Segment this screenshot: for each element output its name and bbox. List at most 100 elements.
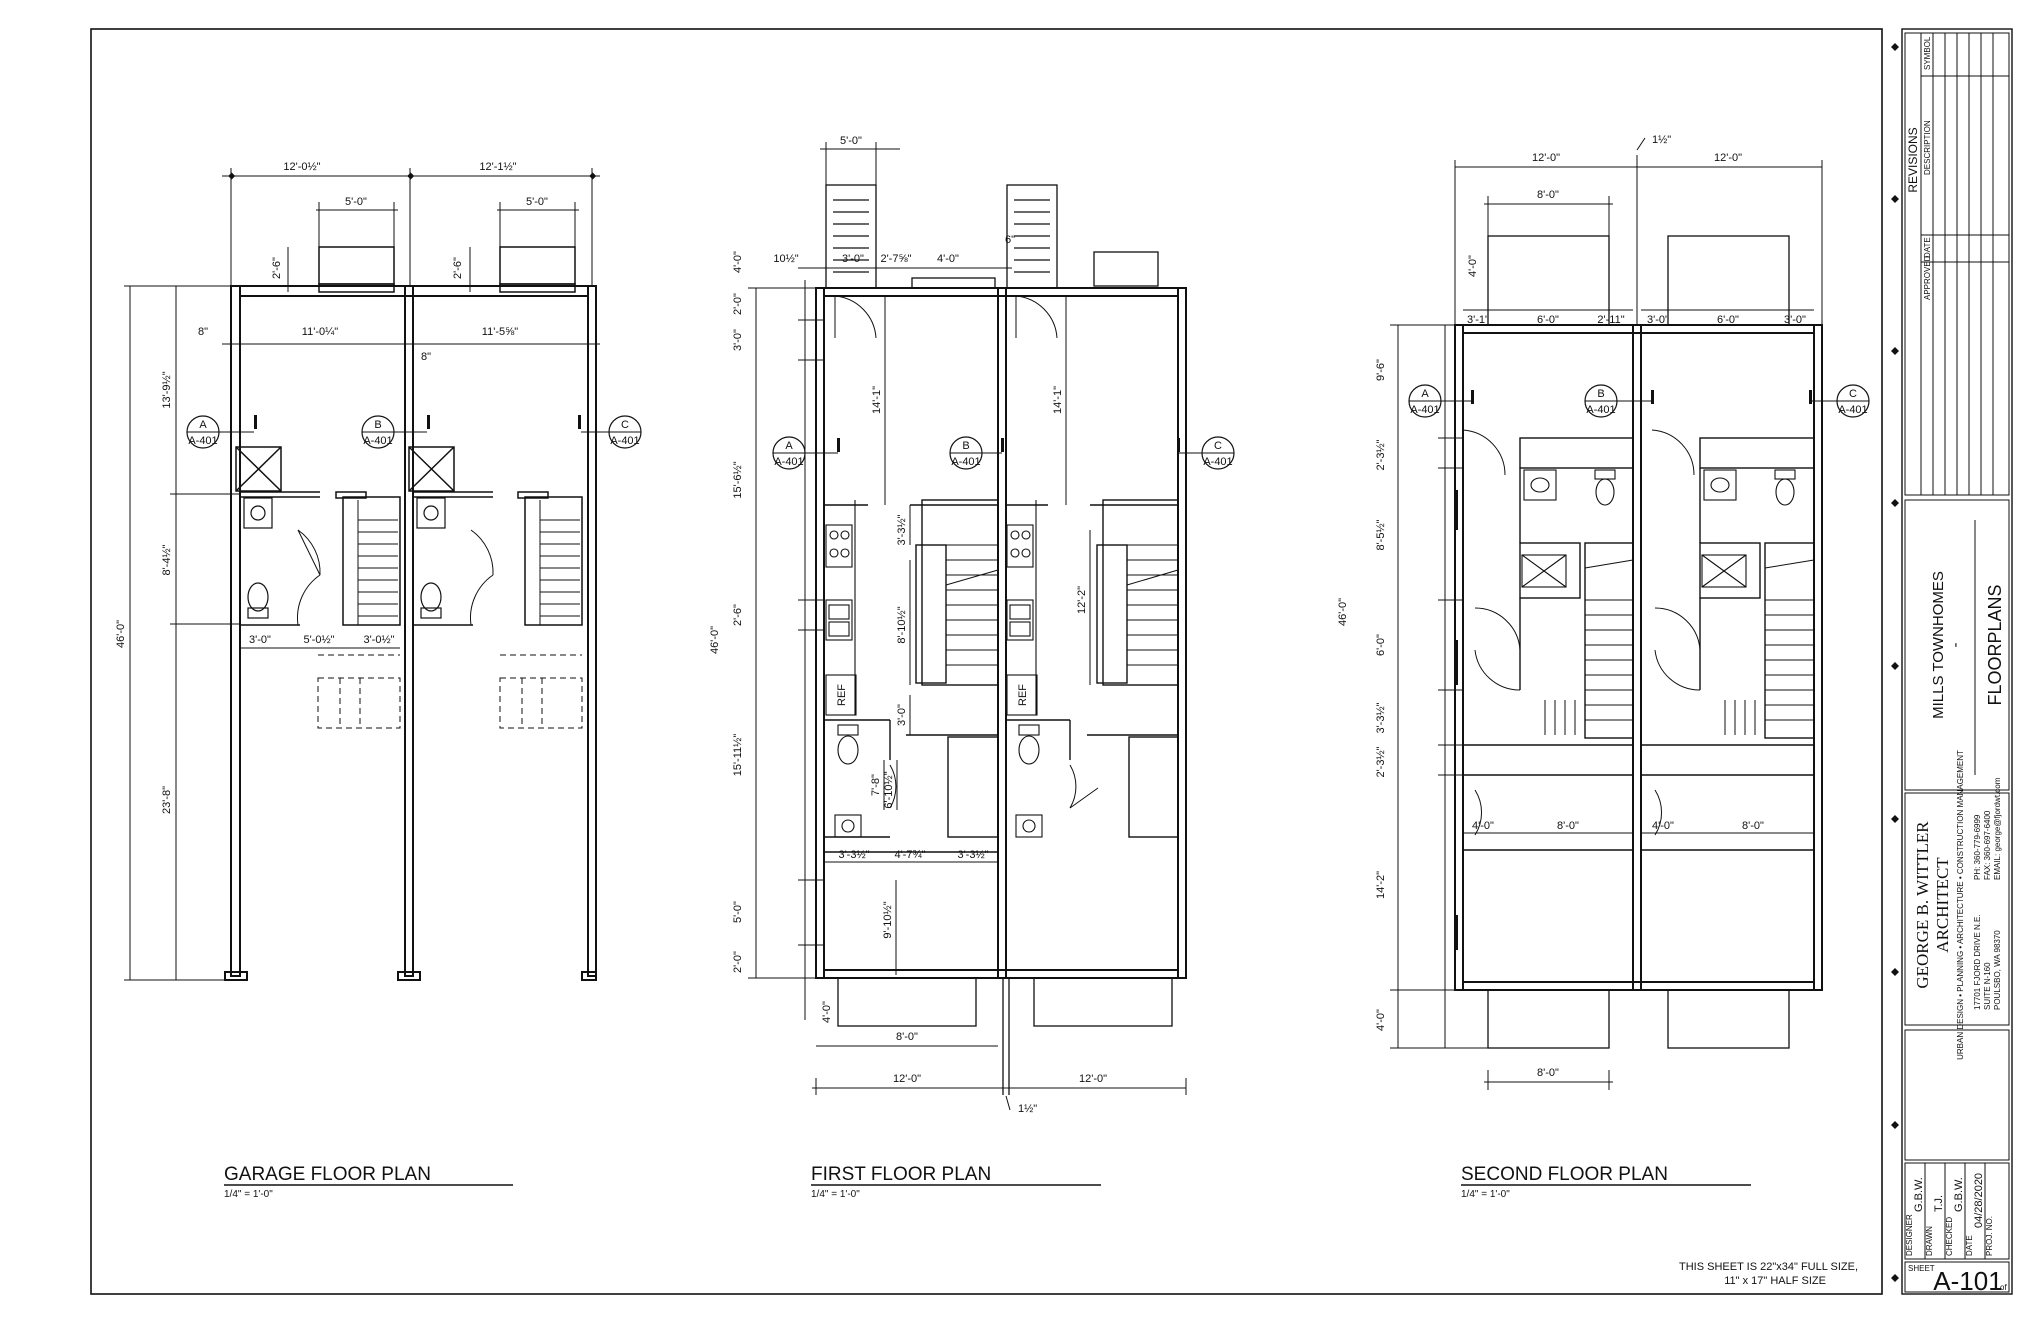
info-label-designer: DESIGNER — [1905, 1214, 1914, 1256]
first-dim-overall: 46'-0" — [709, 626, 721, 654]
garage-section-tag-b: B A-401 — [361, 415, 427, 449]
second-dim-top-left: 12'-0" — [1532, 152, 1560, 164]
second-dim-w5: 6'-0" — [1717, 314, 1739, 326]
second-dim-top-right: 12'-0" — [1714, 152, 1742, 164]
first-dim-room-right: 14'-1" — [1052, 386, 1064, 414]
revisions-col-symbol: SYMBOL — [1923, 36, 1932, 70]
section-tag-sheet: A-401 — [774, 456, 803, 468]
firm-name: GEORGE B. WITTLER — [1913, 821, 1932, 989]
second-dim-balcony-depth: 4'-0" — [1467, 255, 1479, 277]
first-dim-deck-width: 8'-0" — [896, 1031, 918, 1043]
section-tag-letter: C — [1849, 388, 1857, 400]
garage-dim-bath3: 3'-0½" — [363, 634, 394, 646]
section-tag-sheet: A-401 — [1838, 404, 1867, 416]
sheet-size-note-line2: 11" x 17" HALF SIZE — [1724, 1275, 1826, 1287]
firm-services: URBAN DESIGN • PLANNING • ARCHITECTURE •… — [1956, 750, 1965, 1060]
second-dim-r4: 8'-0" — [1742, 820, 1764, 832]
first-dim-deck-depth: 4'-0" — [821, 1001, 833, 1023]
section-tag-sheet: A-401 — [951, 456, 980, 468]
first-dim-k1: 3'-3½" — [896, 514, 908, 545]
second-dim-bottom-balcony: 8'-0" — [1537, 1067, 1559, 1079]
sheet-number: A-101 — [1933, 1266, 2002, 1296]
garage-dim-window-right: 5'-0" — [526, 196, 548, 208]
garage-dim-bath2: 5'-0½" — [303, 634, 334, 646]
garage-dim-inner-right: 11'-5⅝" — [482, 326, 518, 338]
section-tag-sheet: A-401 — [363, 435, 392, 447]
first-plan-scale: 1/4" = 1'-0" — [811, 1189, 860, 1200]
second-dim-r2: 8'-0" — [1557, 820, 1579, 832]
garage-section-tag-c: C A-401 — [581, 415, 642, 449]
section-tag-letter: B — [374, 419, 381, 431]
firm-address-3: POULSBO, WA 98370 — [1993, 930, 2002, 1010]
second-dim-w2: 6'-0" — [1537, 314, 1559, 326]
garage-dim-window-depth-right: 2'-6" — [452, 257, 464, 279]
first-dim-party-wall: 1½" — [1018, 1103, 1037, 1115]
first-dim-c: 2'-7⅝" — [880, 253, 911, 265]
second-section-tag-b: B A-401 — [1584, 384, 1652, 418]
second-dim-v7: 14'-2" — [1375, 871, 1387, 899]
sheet-size-note-line1: THIS SHEET IS 22"x34" FULL SIZE, — [1679, 1261, 1858, 1273]
sheet-border — [90, 28, 1883, 1295]
garage-dim-window-left: 5'-0" — [345, 196, 367, 208]
first-ref-label-left: REF — [836, 684, 848, 706]
second-dim-balcony-width: 8'-0" — [1537, 189, 1559, 201]
info-label-checked: CHECKED — [1945, 1217, 1954, 1256]
first-dim-bottom-left: 12'-0" — [893, 1073, 921, 1085]
first-dim-stoop: 5'-0" — [840, 135, 862, 147]
first-dim-a: 10½" — [773, 253, 798, 265]
second-plan-scale: 1/4" = 1'-0" — [1461, 1189, 1510, 1200]
firm-phone: PH: 360-779-6999 — [1973, 814, 1982, 880]
second-dim-w4: 3'-0" — [1647, 314, 1669, 326]
info-value-drawn: T.J. — [1933, 1195, 1945, 1212]
info-label-proj-no: PROJ. NO. — [1985, 1216, 1994, 1256]
second-floor-plan: 1½" 12'-0" 12'-0" 8'-0" 4'-0" 3'-1" 6'-0… — [1337, 134, 1870, 1200]
firm-title: ARCHITECT — [1933, 857, 1952, 953]
second-dim-v8: 4'-0" — [1375, 1009, 1387, 1031]
first-plan-title: FIRST FLOOR PLAN — [811, 1164, 991, 1185]
first-dim-k3: 12'-2" — [1076, 586, 1088, 614]
title-block: REVISIONS SYMBOL DESCRIPTION DATE APPROV… — [1901, 28, 2013, 1296]
section-tag-sheet: A-401 — [188, 435, 217, 447]
section-tag-letter: A — [199, 419, 207, 431]
info-label-date: DATE — [1965, 1235, 1974, 1256]
first-dim-k7: 9'-10½" — [882, 901, 894, 938]
first-dim-e: 6" — [1005, 234, 1015, 246]
section-tag-sheet: A-401 — [1410, 404, 1439, 416]
section-tag-letter: B — [1597, 388, 1604, 400]
project-name: MILLS TOWNHOMES — [1930, 571, 1947, 719]
revisions-table — [1904, 32, 2010, 496]
firm-address-1: 17701 FJORD DRIVE N.E. — [1973, 914, 1982, 1010]
section-tag-sheet: A-401 — [1586, 404, 1615, 416]
garage-dim-bath1: 3'-0" — [249, 634, 271, 646]
section-tag-letter: C — [621, 419, 629, 431]
first-dim-h1: 3'-3½" — [838, 849, 869, 861]
second-section-tag-a: A A-401 — [1408, 384, 1472, 418]
garage-dim-inner-left: 11'-0¼" — [302, 326, 338, 338]
garage-dim-seg1: 13'-9½" — [161, 371, 173, 408]
garage-floor-plan: 12'-0½" 12'-1½" 5'-0" 5'-0" 2'-6" 2'-6" … — [115, 161, 642, 1200]
sheet-number-of: of — [2000, 1283, 2007, 1292]
second-dim-overall: 46'-0" — [1337, 598, 1349, 626]
first-dim-k4: 3'-0" — [896, 704, 908, 726]
second-dim-v1: 9'-6" — [1375, 359, 1387, 381]
revisions-col-date: DATE — [1923, 237, 1932, 258]
first-dim-v3: 15'-6½" — [732, 461, 744, 498]
section-tag-sheet: A-401 — [610, 435, 639, 447]
garage-dim-wall-mid: 8" — [421, 351, 431, 363]
second-dim-w1: 3'-1" — [1467, 314, 1489, 326]
section-tag-letter: A — [1421, 388, 1429, 400]
first-dim-v1: 2'-0" — [732, 293, 744, 315]
firm-email: EMAIL: george@fjordwt.com — [1993, 777, 2002, 880]
first-dim-v6: 5'-0" — [732, 901, 744, 923]
sheet-name: FLOORPLANS — [1985, 584, 2005, 705]
first-dim-k5: 7'-8" — [870, 774, 882, 796]
first-dim-v5: 15'-11½" — [732, 734, 744, 777]
second-dim-v5: 3'-3½" — [1375, 702, 1387, 733]
section-tag-letter: A — [785, 440, 793, 452]
info-value-date: 04/28/2020 — [1973, 1173, 1985, 1228]
sheet-number-label: SHEET — [1908, 1264, 1935, 1273]
garage-plan-title: GARAGE FLOOR PLAN — [224, 1164, 431, 1185]
second-dim-v6: 2'-3½" — [1375, 746, 1387, 777]
project-separator: - — [1947, 643, 1964, 648]
